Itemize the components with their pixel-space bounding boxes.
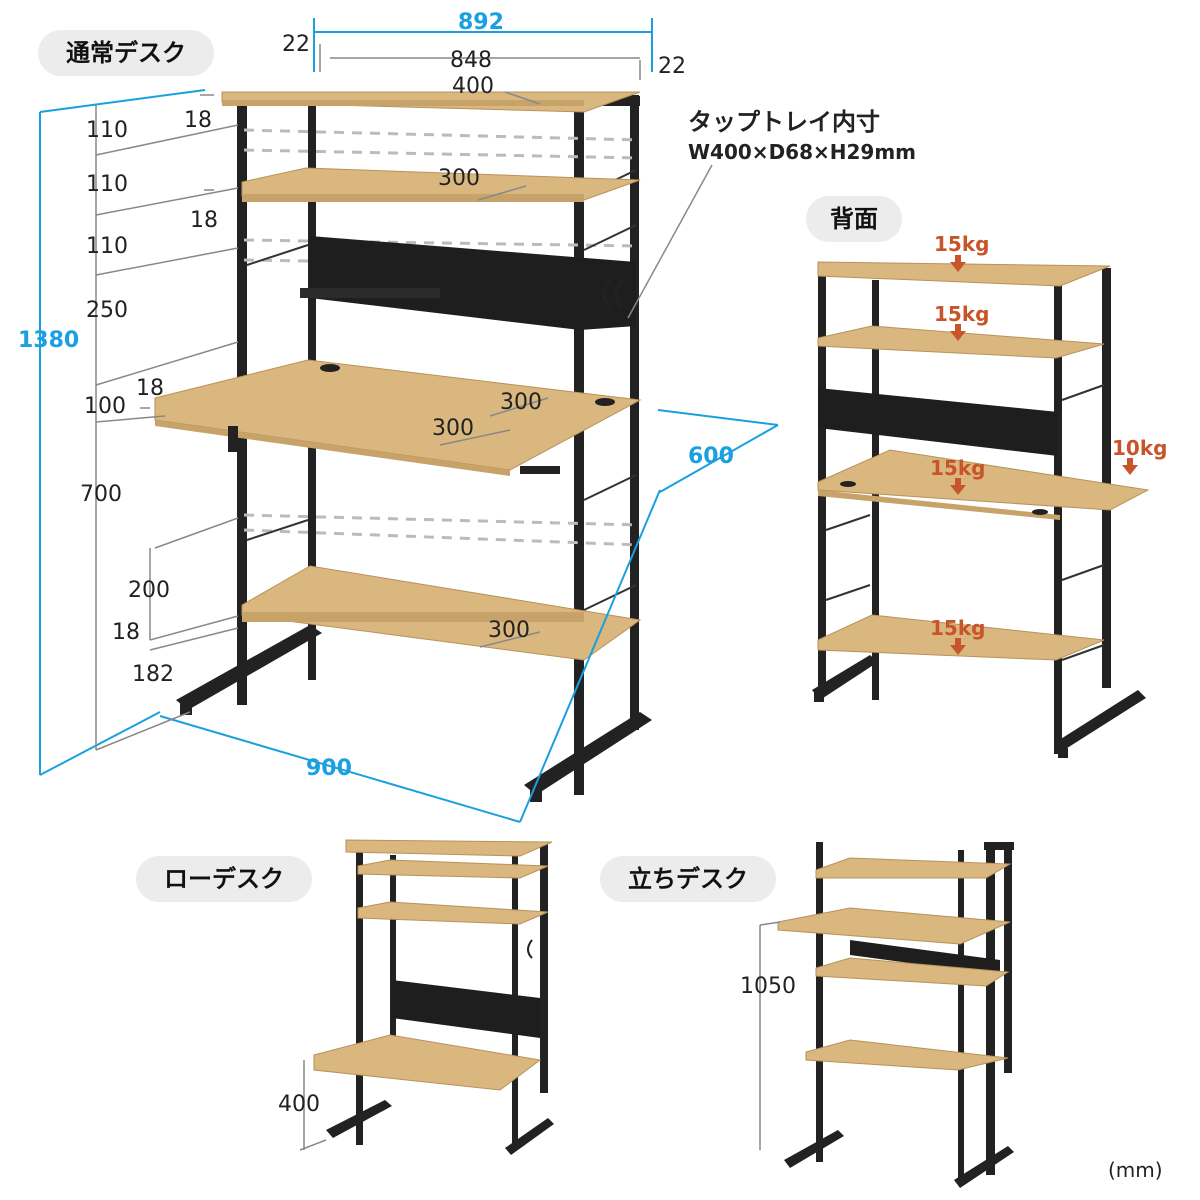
gap-1-label: 110 xyxy=(86,118,128,143)
thickness-3-label: 18 xyxy=(136,376,164,401)
normal-desk-pill: 通常デスク xyxy=(38,30,214,76)
gap-3-label: 110 xyxy=(86,234,128,259)
low-desk-pill: ローデスク xyxy=(136,856,312,902)
main-desk xyxy=(154,91,652,802)
load-top-shelf: 15kg xyxy=(934,232,990,256)
gap-5-label: 100 xyxy=(84,394,126,419)
total-height-label: 1380 xyxy=(18,328,80,353)
load-side-desk: 10kg xyxy=(1112,436,1168,460)
thickness-4-label: 18 xyxy=(112,620,140,645)
low-desk-height-label: 400 xyxy=(278,1092,320,1117)
desk-depth-b-label: 300 xyxy=(432,416,474,441)
side-right-label: 22 xyxy=(658,54,686,79)
base-width-label: 900 xyxy=(306,756,352,781)
tray-size: W400×D68×H29mm xyxy=(688,140,917,164)
gap-8-label: 182 xyxy=(132,662,174,687)
thickness-2-label: 18 xyxy=(190,208,218,233)
gap-6-label: 700 xyxy=(80,482,122,507)
tray-title: タップトレイ内寸 xyxy=(688,108,880,136)
load-shelf-2: 15kg xyxy=(934,302,990,326)
depth-label: 600 xyxy=(688,444,734,469)
bottom-shelf-depth-label: 300 xyxy=(488,618,530,643)
load-desk: 15kg xyxy=(930,456,986,480)
low-desk xyxy=(299,839,554,1155)
gap-7-label: 200 xyxy=(128,578,170,603)
standing-desk-pill: 立ちデスク xyxy=(600,856,776,902)
total-width-label: 892 xyxy=(458,10,504,35)
gap-2-label: 110 xyxy=(86,172,128,197)
top-shelf-depth-label: 400 xyxy=(452,74,494,99)
load-bottom-shelf: 15kg xyxy=(930,616,986,640)
standing-desk xyxy=(759,842,1014,1188)
gray-dimension-lines xyxy=(95,44,713,751)
shelf2-depth-label: 300 xyxy=(438,166,480,191)
side-left-label: 22 xyxy=(282,32,310,57)
back-view-desk xyxy=(812,255,1150,758)
standing-desk-height-label: 1050 xyxy=(740,974,796,999)
blue-dimension-lines xyxy=(39,18,779,823)
desk-depth-a-label: 300 xyxy=(500,390,542,415)
back-view-pill: 背面 xyxy=(806,196,902,242)
thickness-1-label: 18 xyxy=(184,108,212,133)
unit-label: (mm) xyxy=(1108,1158,1163,1182)
inner-width-label: 848 xyxy=(450,48,492,73)
gap-4-label: 250 xyxy=(86,298,128,323)
